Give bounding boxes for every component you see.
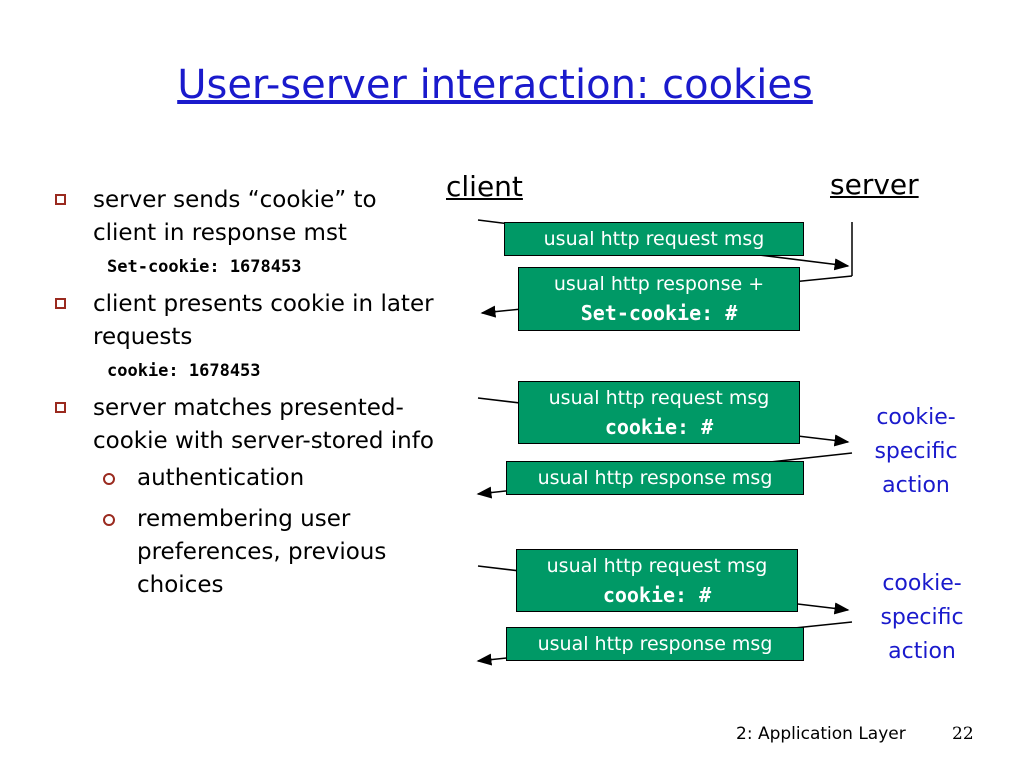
- square-bullet-icon: [55, 402, 66, 413]
- page-number: 22: [952, 724, 974, 744]
- message-text: usual http response msg: [537, 633, 773, 655]
- message-text: usual http request msg: [543, 228, 765, 250]
- sub-bullet-text: authentication: [137, 465, 305, 491]
- square-bullet-icon: [55, 194, 66, 205]
- sub-bullet-text: remembering user preferences, previous c…: [137, 506, 387, 598]
- message-box: usual http response + Set-cookie: #: [518, 267, 800, 331]
- message-code: cookie: #: [602, 583, 712, 607]
- message-text: usual http response msg: [537, 467, 773, 489]
- message-box: usual http request msg: [504, 222, 804, 256]
- bullet-item: server matches presented-cookie with ser…: [55, 392, 435, 458]
- message-code: cookie: #: [604, 415, 714, 439]
- message-box: usual http response msg: [506, 461, 804, 495]
- cookie-specific-action-label: cookie- specific action: [880, 571, 964, 664]
- message-text: usual http response +: [553, 273, 765, 295]
- bullet-item: client presents cookie in later requests: [55, 288, 435, 354]
- server-label: server: [830, 168, 919, 201]
- bullet-list: server sends “cookie” to client in respo…: [55, 184, 435, 610]
- footer-chapter: 2: Application Layer: [736, 724, 906, 744]
- message-text: usual http request msg: [546, 555, 768, 577]
- bullet-text: server sends “cookie” to client in respo…: [93, 187, 377, 246]
- message-box: usual http request msg cookie: #: [518, 381, 800, 444]
- bullet-item: server sends “cookie” to client in respo…: [55, 184, 435, 250]
- slide-title: User-server interaction: cookies: [177, 62, 813, 108]
- circle-bullet-icon: [103, 514, 115, 526]
- message-code: Set-cookie: #: [580, 301, 738, 325]
- message-text: usual http request msg: [548, 387, 770, 409]
- square-bullet-icon: [55, 298, 66, 309]
- bullet-text: server matches presented-cookie with ser…: [93, 395, 434, 454]
- bullet-text: client presents cookie in later requests: [93, 291, 434, 350]
- bullet-code: Set-cookie: 1678453: [107, 257, 302, 277]
- circle-bullet-icon: [103, 473, 115, 485]
- sub-bullet-item: authentication: [55, 462, 435, 495]
- client-label: client: [446, 170, 523, 203]
- bullet-code: cookie: 1678453: [107, 361, 261, 381]
- message-box: usual http response msg: [506, 627, 804, 661]
- sub-bullet-item: remembering user preferences, previous c…: [55, 503, 435, 602]
- message-box: usual http request msg cookie: #: [516, 549, 798, 612]
- cookie-specific-action-label: cookie- specific action: [874, 405, 958, 498]
